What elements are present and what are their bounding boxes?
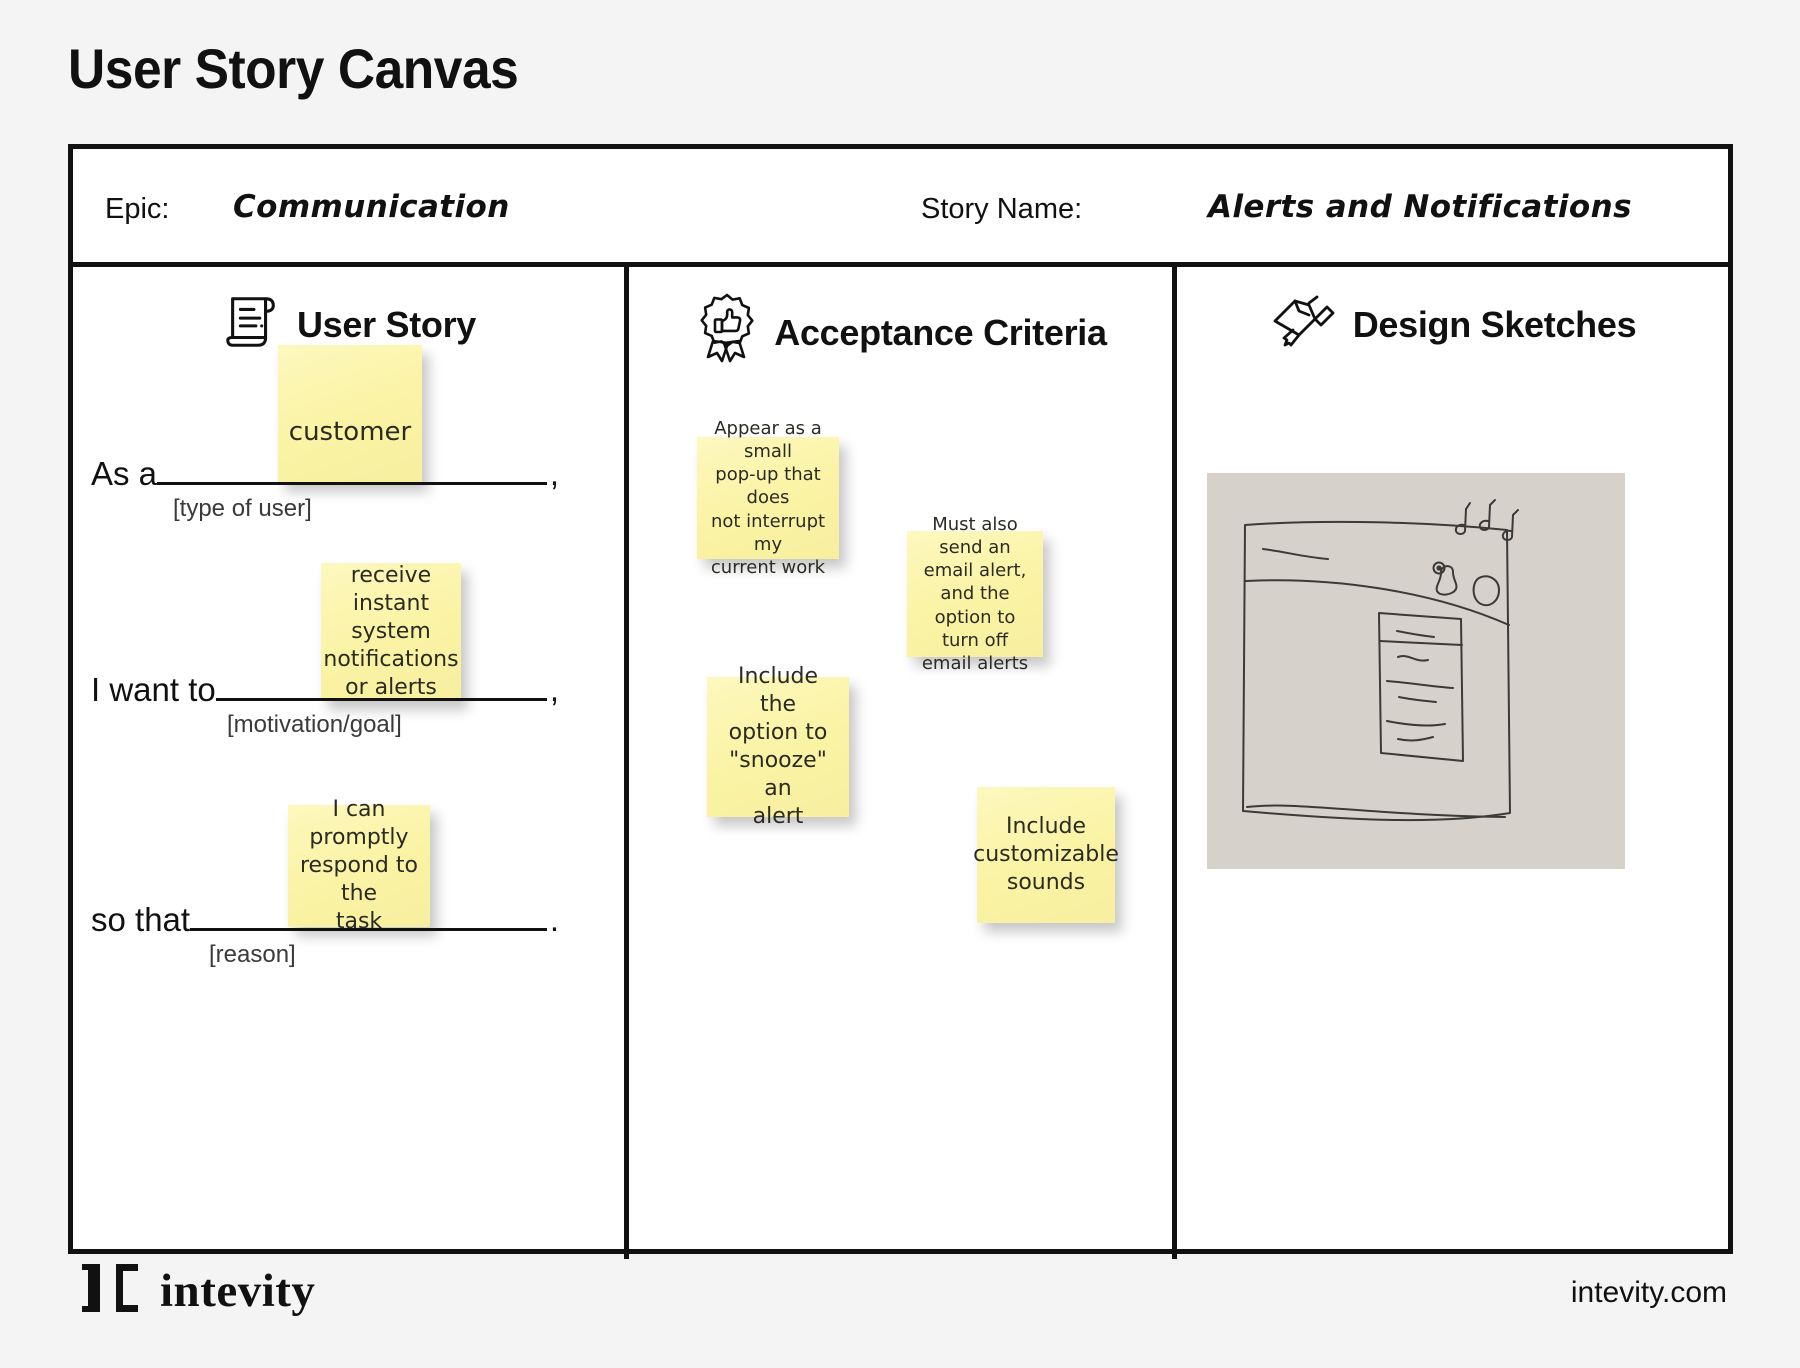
want-hint: [motivation/goal] (227, 711, 402, 738)
story-name-label: Story Name: (921, 193, 1083, 225)
as-a-tail-text: , (549, 455, 559, 492)
want-blank-rule[interactable] (215, 698, 547, 701)
as-a-hint: [type of user] (173, 495, 312, 522)
sticky-note-ac-email[interactable]: Must also send an email alert, and the o… (907, 514, 1043, 674)
sticky-note-reason[interactable]: I can promptly respond to the task (288, 797, 430, 934)
acceptance-criteria-title: Acceptance Criteria (774, 311, 1107, 353)
want-tail-text: , (549, 671, 559, 708)
footer: intevity intevity.com (68, 1262, 1733, 1332)
story-name-value[interactable]: Alerts and Notifications (1208, 189, 1632, 225)
user-story-heading: User Story (73, 291, 624, 358)
sticky-note-motivation[interactable]: receive instant system notifications or … (321, 563, 461, 701)
column-user-story: User Story customer receive instant syst… (73, 267, 629, 1259)
footer-url[interactable]: intevity.com (1570, 1276, 1727, 1309)
epic-value[interactable]: Communication (233, 189, 510, 225)
column-design-sketches: Design Sketches (1177, 267, 1728, 1259)
sticky-note-ac-popup[interactable]: Appear as a small pop-up that does not i… (697, 418, 839, 578)
sentence-line-i-want-to: I want to , [motivation/goal] (91, 671, 559, 739)
page-title: User Story Canvas (68, 37, 519, 100)
as-a-lead-text: As a (91, 455, 158, 492)
design-sketches-heading: Design Sketches (1177, 291, 1728, 358)
thumbs-up-badge-icon (694, 291, 760, 374)
sticky-note-ac-sounds[interactable]: Include customizable sounds (973, 787, 1119, 923)
scroll-document-icon (221, 291, 283, 358)
so-that-hint: [reason] (209, 941, 296, 968)
sentence-line-so-that: so that . [reason] (91, 901, 559, 969)
design-sketches-title: Design Sketches (1352, 303, 1637, 345)
as-a-blank-rule[interactable] (157, 482, 547, 485)
canvas-columns: User Story customer receive instant syst… (73, 267, 1728, 1259)
hand-drawing-pencil-icon (1269, 291, 1339, 358)
sentence-line-as-a: As a , [type of user] (91, 455, 559, 523)
sticky-note-user-type[interactable]: customer (278, 345, 422, 483)
so-that-lead-text: so that (91, 901, 191, 938)
epic-label: Epic: (105, 193, 170, 225)
intevity-wordmark: intevity (160, 1264, 316, 1317)
intevity-logo[interactable]: intevity (80, 1262, 315, 1319)
design-sketch-image[interactable] (1207, 473, 1625, 869)
intevity-bracket-logo-icon (80, 1262, 144, 1319)
acceptance-criteria-heading: Acceptance Criteria (629, 291, 1172, 374)
want-lead-text: I want to (91, 671, 216, 708)
so-that-tail-text: . (549, 901, 559, 938)
canvas-frame: Epic: Communication Story Name: Alerts a… (68, 144, 1733, 1259)
canvas-header-band: Epic: Communication Story Name: Alerts a… (73, 149, 1728, 267)
user-story-title: User Story (296, 303, 477, 345)
column-acceptance-criteria: Acceptance Criteria Appear as a small po… (629, 267, 1177, 1259)
sticky-note-ac-snooze[interactable]: Include the option to "snooze" an alert (707, 664, 849, 829)
so-that-blank-rule[interactable] (190, 928, 547, 931)
